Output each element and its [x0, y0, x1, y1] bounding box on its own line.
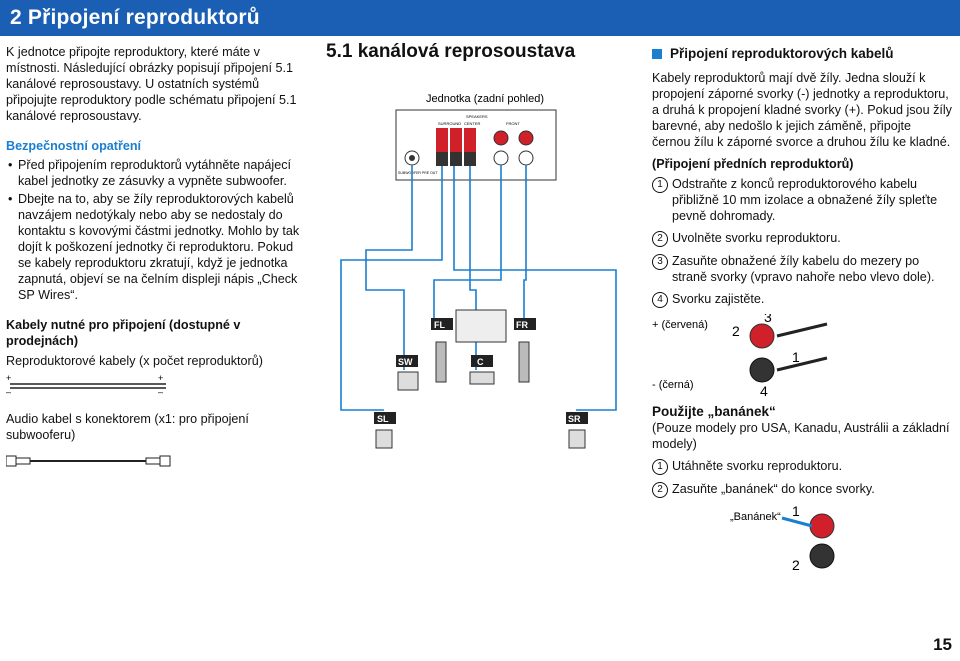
step-item: 2 Uvolněte svorku reproduktoru. [652, 230, 952, 247]
terminal-illustration: + (červená) - (černá) 2 3 1 4 [652, 314, 828, 399]
unit-label: Jednotka (zadní pohled) [426, 93, 544, 105]
step-text: Utáhněte svorku reproduktoru. [672, 459, 843, 473]
connection-diagram: Jednotka (zadní pohled) SPEAKERS FRONT S… [340, 93, 617, 449]
step-item: 1 Odstraňte z konců reproduktorového kab… [652, 176, 952, 224]
step-item: 4 Svorku zajistěte. [652, 291, 952, 308]
step-text: Zasuňte „banánek“ do konce svorky. [672, 482, 875, 496]
speaker-sr: SR [566, 412, 588, 449]
fig-number: 2 [792, 557, 800, 573]
speaker-sl: SL [374, 412, 396, 449]
step-number: 3 [652, 254, 668, 270]
panel-front-label: FRONT [506, 121, 520, 126]
banana-note: (Pouze modely pro USA, Kanadu, Austrálii… [652, 421, 950, 451]
speaker-sl-label: SL [377, 414, 389, 424]
step-item: 3 Zasuňte obnažené žíly kabelu do mezery… [652, 253, 952, 285]
diagram-title: 5.1 kanálová reprosoustava [326, 41, 576, 62]
fig-number: 2 [732, 323, 740, 339]
banana-title: Použijte „banánek“ [652, 404, 776, 419]
step-item: 2 Zasuňte „banánek“ do konce svorky. [652, 481, 952, 498]
banana-illustration: „Banánek“ 1 2 [730, 504, 835, 573]
safety-item: Dbejte na to, aby se žíly reproduktorový… [6, 191, 306, 303]
step-number: 4 [652, 292, 668, 308]
safety-title: Bezpečnostní opatření [6, 139, 142, 153]
step-text: Zasuňte obnažené žíly kabelu do mezery p… [672, 254, 935, 284]
right-column: Připojení reproduktorových kabelů Kabely… [652, 46, 952, 574]
page-number: 15 [933, 635, 952, 654]
fig-number: 3 [764, 314, 772, 325]
audio-cable-illustration [6, 455, 171, 467]
cable-minus-left: – [6, 387, 11, 397]
panel-center-label: CENTER [464, 121, 481, 126]
left-column: K jednotce připojte reproduktory, které … [6, 44, 306, 473]
speaker-cable-illustration: + – + – [6, 373, 166, 397]
speaker-fr: FR [514, 318, 536, 383]
intro-text: K jednotce připojte reproduktory, které … [6, 45, 297, 123]
subwoofer-jack: SUBWOOFER PRE OUT [398, 150, 438, 175]
section-marker-icon [652, 49, 662, 59]
cables-title: Kabely nutné pro připojení (dostupné v p… [6, 318, 241, 348]
step-number: 1 [652, 177, 668, 193]
step-number: 2 [652, 231, 668, 247]
panel-surround-label: SURROUND [438, 121, 461, 126]
step-item: 1 Utáhněte svorku reproduktoru. [652, 458, 952, 475]
step-text: Uvolněte svorku reproduktoru. [672, 231, 841, 245]
step-number: 1 [652, 459, 668, 475]
safety-item: Před připojením reproduktorů vytáhněte n… [6, 157, 306, 189]
banana-label: „Banánek“ [730, 511, 781, 523]
speaker-sw: SW [396, 355, 419, 391]
fig-number: 1 [792, 504, 800, 519]
fig-number: 4 [760, 383, 768, 399]
speaker-fl: FL [431, 318, 453, 383]
speaker-c-label: C [477, 357, 484, 367]
speaker-fl-label: FL [434, 320, 445, 330]
subwoofer-out-label: SUBWOOFER PRE OUT [398, 171, 438, 175]
front-connection-title: (Připojení předních reproduktorů) [652, 157, 854, 171]
speaker-sw-label: SW [398, 357, 413, 367]
page-header: 2 Připojení reproduktorů [0, 0, 960, 36]
page-title: 2 Připojení reproduktorů [10, 6, 260, 29]
audio-cable-label: Audio kabel s konektorem (x1: pro připoj… [6, 412, 249, 442]
black-terminal-label: - (černá) [652, 379, 694, 391]
step-text: Odstraňte z konců reproduktorového kabel… [672, 177, 938, 223]
panel-speakers-label: SPEAKERS [466, 114, 488, 119]
speaker-sr-label: SR [568, 414, 581, 424]
speaker-fr-label: FR [516, 320, 528, 330]
section-heading: Připojení reproduktorových kabelů [652, 46, 952, 62]
cable-plus-left: + [6, 373, 11, 383]
fig-number: 1 [792, 349, 800, 365]
speaker-c: C [469, 355, 495, 385]
cable-minus-right: – [158, 387, 163, 397]
step-text: Svorku zajistěte. [672, 292, 765, 306]
speaker-terminals [436, 128, 534, 166]
red-terminal-label: + (červená) [652, 319, 708, 331]
cable-plus-right: + [158, 373, 163, 383]
cable-description: Kabely reproduktorů mají dvě žíly. Jedna… [652, 71, 952, 149]
speaker-cable-label: Reproduktorové kabely (x počet reprodukt… [6, 354, 263, 368]
step-number: 2 [652, 482, 668, 498]
section-title: Připojení reproduktorových kabelů [670, 46, 894, 61]
tv-illustration [455, 309, 507, 343]
